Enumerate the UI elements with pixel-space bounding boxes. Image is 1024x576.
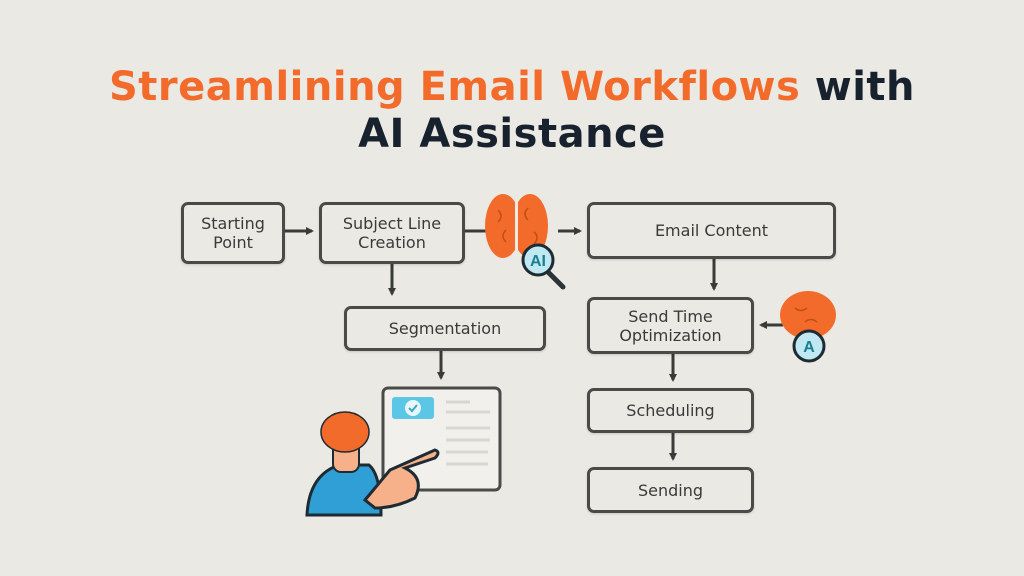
brain-ai-icon (485, 194, 566, 290)
title-line-2: AI Assistance (358, 111, 666, 157)
step-subject-line-creation[interactable]: Subject Line Creation (319, 202, 465, 264)
step-scheduling[interactable]: Scheduling (587, 388, 754, 433)
a-badge-label: A (803, 339, 815, 356)
title-highlight: Streamlining Email Workflows (109, 64, 801, 110)
step-starting-point[interactable]: Starting Point (181, 202, 285, 264)
title-rest: with (800, 64, 915, 110)
person-pointing-icon (305, 411, 440, 517)
step-segmentation[interactable]: Segmentation (344, 306, 546, 351)
title-line-1: Streamlining Email Workflows with (0, 64, 1024, 110)
step-send-time-optimization[interactable]: Send Time Optimization (587, 297, 754, 354)
step-sending[interactable]: Sending (587, 467, 754, 513)
brain-a-icon (780, 291, 836, 363)
step-email-content[interactable]: Email Content (587, 202, 836, 259)
ai-badge-label: AI (530, 253, 546, 270)
